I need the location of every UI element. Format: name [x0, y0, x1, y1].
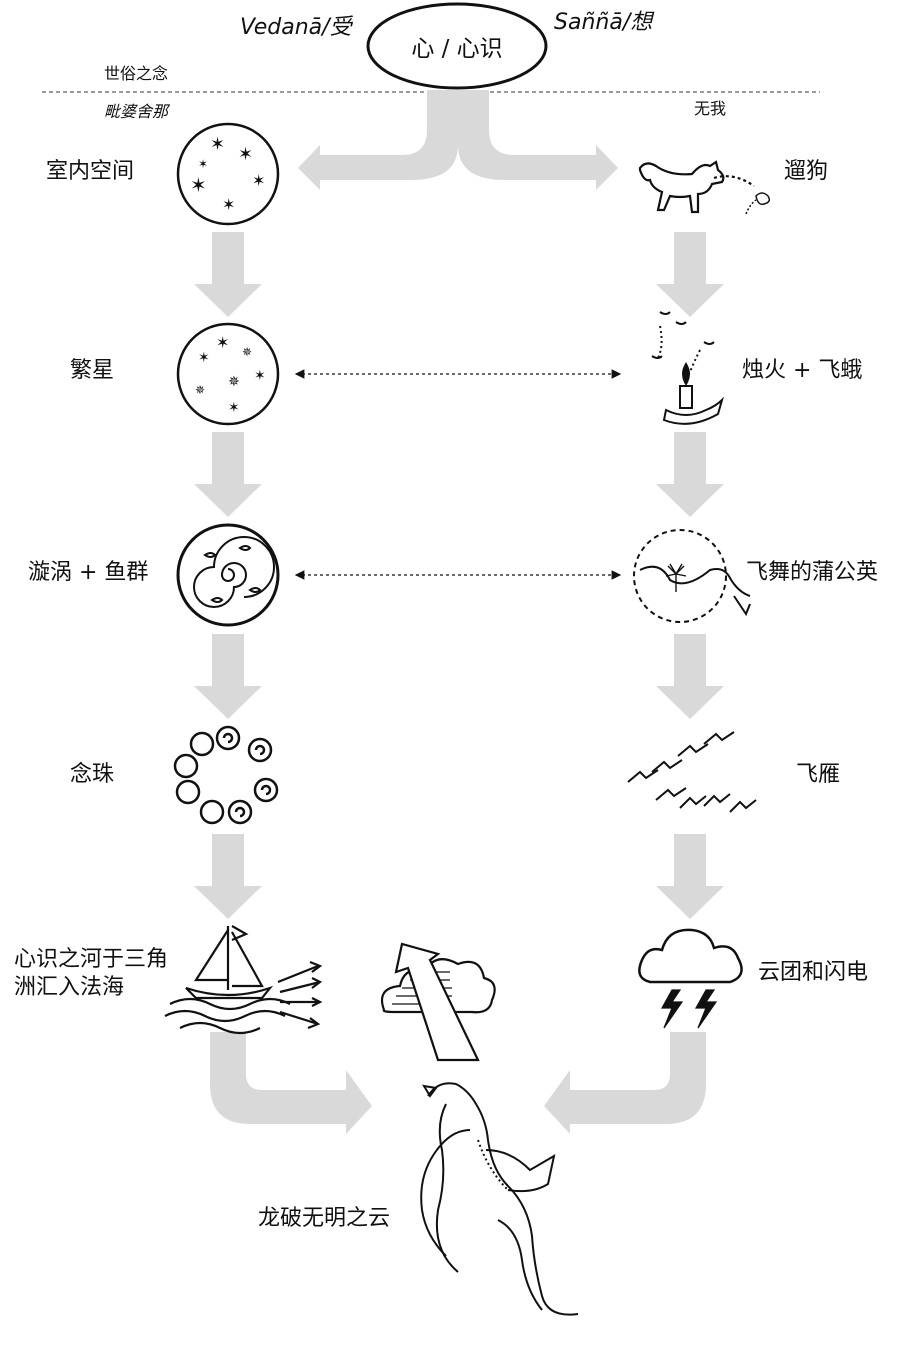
right-label-dandelion: 飞舞的蒲公英: [746, 560, 879, 585]
left-label-prayer-beads: 念珠: [70, 762, 115, 787]
center-title-text: 心 / 心识: [411, 36, 503, 62]
svg-text:✶: ✶: [228, 400, 240, 416]
svg-text:✵: ✵: [242, 345, 252, 359]
arrow-cloud-icon: [380, 942, 496, 1062]
right-label-cloud-lightning: 云团和闪电: [758, 960, 869, 985]
svg-text:✶: ✶: [222, 195, 235, 214]
svg-text:✶: ✶: [216, 333, 229, 352]
left-label-swirl-fish: 漩涡 + 鱼群: [28, 560, 149, 585]
center-title: 心 / 心识: [368, 4, 546, 88]
left-label-stars: 繁星: [70, 358, 115, 383]
svg-text:✵: ✵: [228, 374, 240, 390]
candle-moth-icon: [651, 311, 725, 425]
right-label-dog-walking: 遛狗: [784, 159, 829, 184]
dandelion-icon: [633, 529, 751, 623]
flying-geese-icon: [627, 731, 757, 813]
svg-text:✶: ✶: [254, 368, 266, 384]
right-down-arrows: [656, 232, 724, 919]
dragon-icon: [420, 1082, 579, 1316]
svg-text:✶: ✶: [252, 171, 265, 190]
svg-text:✶: ✶: [238, 144, 253, 165]
left-label-river-delta: 心识之河于三角洲汇入法海: [14, 947, 169, 1000]
right-label-candle-moth: 烛火 + 飞蛾: [742, 358, 863, 383]
right-label-geese: 飞雁: [796, 762, 841, 787]
starry-circle-icon: ✶ ✶ ✶ ✶ ✶ ✶: [176, 122, 280, 226]
swirl-fish-icon: [176, 523, 280, 627]
cloud-lightning-icon: [638, 928, 743, 1029]
dog-walking-icon: [638, 160, 771, 215]
sanna-label: Saññā/想: [554, 10, 653, 35]
svg-text:✶: ✶: [210, 134, 225, 155]
anatta-label: 无我: [694, 99, 727, 118]
dragon-label: 龙破无明之云: [258, 1206, 391, 1231]
prayer-beads-icon: [173, 725, 279, 825]
center-ellipse: [366, 2, 548, 90]
sailboat-waves-icon: [164, 925, 323, 1035]
vipassana-label: 毗婆舍那: [104, 102, 169, 121]
bottom-right-arrow: [544, 1032, 706, 1134]
svg-text:✵: ✵: [195, 383, 205, 397]
left-label-indoor-space: 室内空间: [46, 159, 135, 184]
stars-cluster-icon: ✶ ✶ ✵ ✵ ✵ ✶ ✶: [176, 322, 280, 426]
worldly-thoughts-label: 世俗之念: [104, 64, 169, 83]
svg-text:✶: ✶: [198, 157, 208, 171]
left-down-arrows: [194, 232, 262, 919]
svg-text:✶: ✶: [198, 350, 210, 366]
split-arrow: [298, 90, 618, 190]
bottom-left-arrow: [210, 1032, 372, 1134]
vedana-label: Vedanā/受: [240, 15, 352, 40]
svg-text:✶: ✶: [190, 173, 207, 197]
